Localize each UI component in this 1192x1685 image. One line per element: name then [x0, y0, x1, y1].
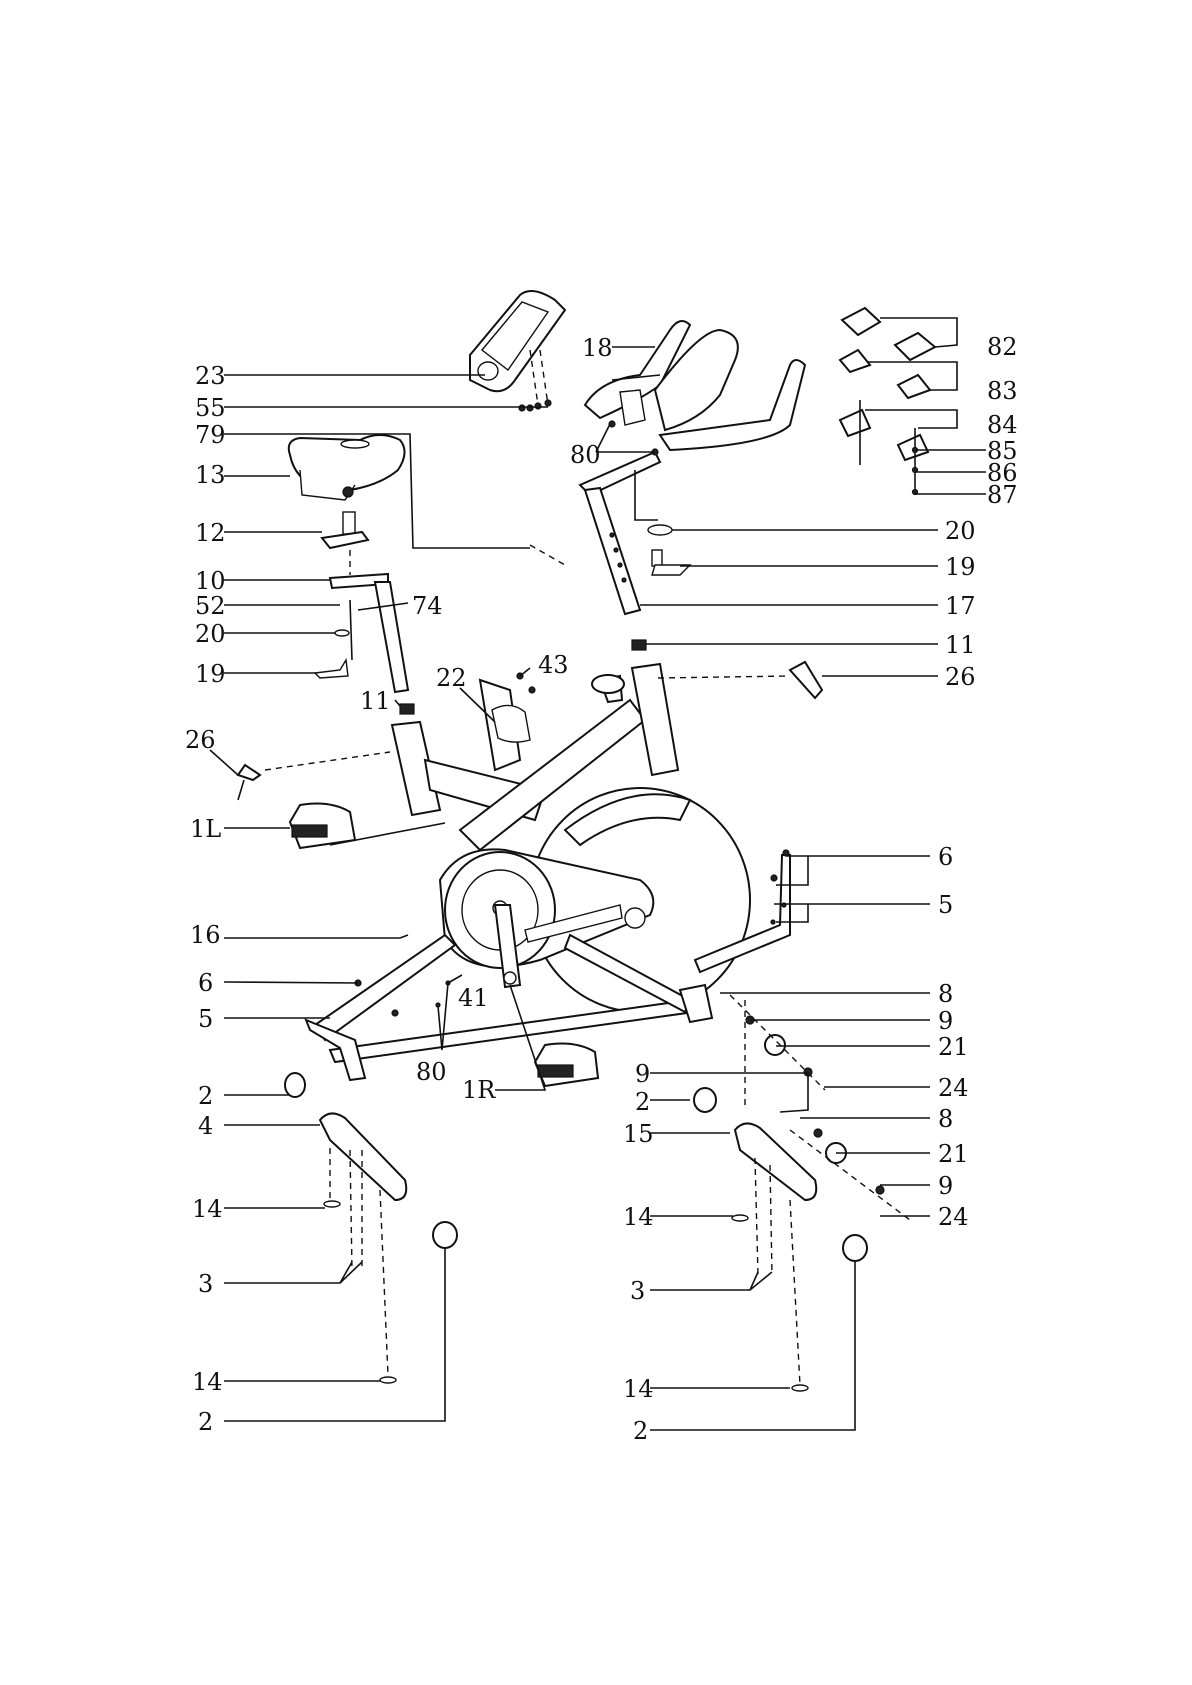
callout-82: 82 [987, 333, 1018, 361]
callout-20-right: 20 [945, 517, 976, 545]
callout-2-b: 2 [198, 1408, 213, 1436]
handlebars [585, 321, 805, 455]
callout-9-a: 9 [938, 1007, 953, 1035]
callout-10: 10 [195, 567, 226, 595]
callout-4: 4 [198, 1112, 213, 1140]
callout-14-c: 14 [623, 1203, 654, 1231]
callout-9-c: 9 [938, 1172, 953, 1200]
callout-19-right: 19 [945, 553, 976, 581]
callout-17: 17 [945, 592, 976, 620]
callout-2-a: 2 [198, 1082, 213, 1110]
callout-12: 12 [195, 519, 226, 547]
callout-26-right: 26 [945, 663, 976, 691]
callout-87: 87 [987, 481, 1018, 509]
seat [289, 435, 405, 500]
callout-5-right: 5 [938, 891, 953, 919]
callout-2-c: 2 [635, 1088, 650, 1116]
callout-8-b: 8 [938, 1105, 953, 1133]
callout-52: 52 [195, 592, 226, 620]
callout-20-left: 20 [195, 620, 226, 648]
handlebar-post [580, 452, 690, 650]
callout-2-d: 2 [633, 1417, 648, 1445]
callout-24-b: 24 [938, 1203, 969, 1231]
callout-55: 55 [195, 394, 226, 422]
callout-6-right: 6 [938, 843, 953, 871]
callout-15: 15 [623, 1120, 654, 1148]
main-frame [306, 664, 790, 1080]
callout-1R: 1R [462, 1076, 496, 1104]
callout-8-a: 8 [938, 980, 953, 1008]
accessory-parts [840, 308, 935, 495]
callout-23: 23 [195, 362, 226, 390]
callout-26-left: 26 [185, 726, 216, 754]
callout-19-left: 19 [195, 660, 226, 688]
callout-80-bottom: 80 [416, 1058, 447, 1086]
callout-83: 83 [987, 377, 1018, 405]
callout-3-b: 3 [630, 1277, 645, 1305]
callout-1L: 1L [190, 815, 221, 843]
callout-24-a: 24 [938, 1074, 969, 1102]
callout-14-a: 14 [192, 1195, 223, 1223]
left-stabilizer [285, 1073, 457, 1383]
callout-6-left: 6 [198, 969, 213, 997]
callout-21-b: 21 [938, 1140, 969, 1168]
callout-11-right: 11 [945, 631, 976, 659]
callout-18: 18 [582, 334, 613, 362]
callout-84: 84 [987, 411, 1018, 439]
callout-80-top: 80 [570, 441, 601, 469]
seat-slider [315, 512, 414, 714]
console [470, 291, 565, 411]
right-stabilizer [694, 995, 910, 1391]
callout-14-d: 14 [623, 1375, 654, 1403]
callout-21-a: 21 [938, 1033, 969, 1061]
callout-13: 13 [195, 461, 226, 489]
callout-5-left: 5 [198, 1005, 213, 1033]
callout-41: 41 [458, 984, 489, 1012]
callout-74: 74 [412, 592, 443, 620]
callout-16: 16 [190, 921, 221, 949]
callout-14-b: 14 [192, 1368, 223, 1396]
callout-11-left: 11 [360, 687, 391, 715]
callout-9-b: 9 [635, 1060, 650, 1088]
callout-3-a: 3 [198, 1270, 213, 1298]
callout-79: 79 [195, 421, 226, 449]
callout-43: 43 [538, 651, 569, 679]
callout-22: 22 [436, 664, 467, 692]
